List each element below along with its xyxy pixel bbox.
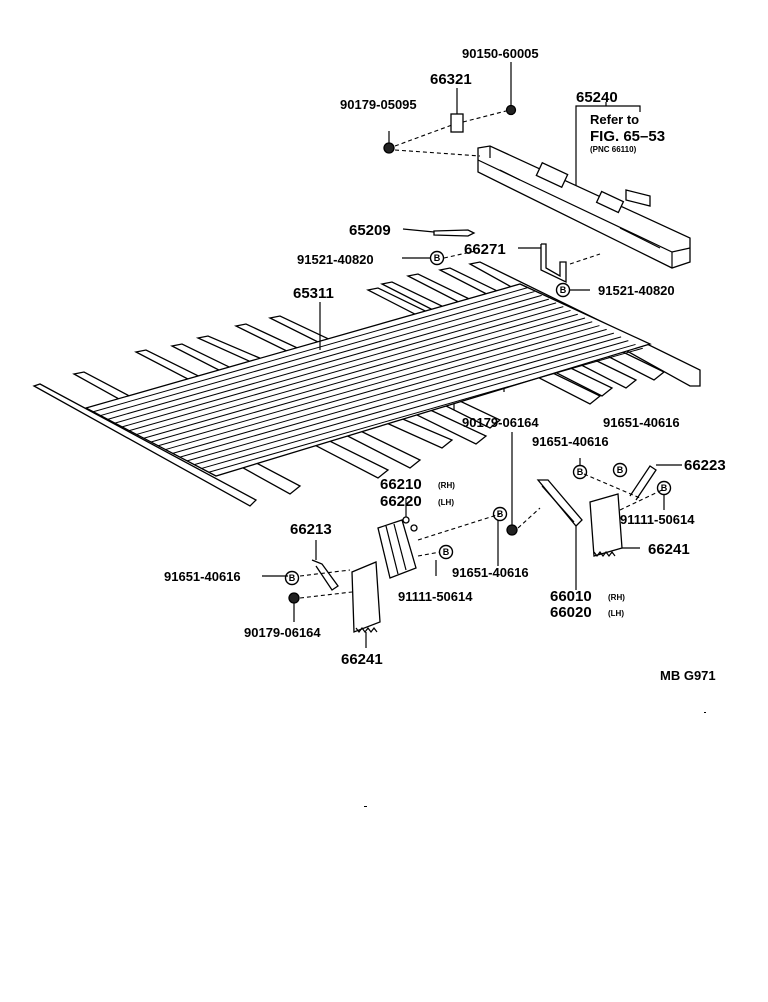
deck-slat — [114, 298, 550, 424]
label-66223: 66223 — [684, 457, 726, 474]
label-65240: 65240 — [576, 89, 618, 106]
callout-labels: 90150-60005 66321 90179-05095 65240 Refe… — [164, 46, 726, 683]
washer-b-letter: B — [443, 547, 450, 557]
scan-specks — [364, 712, 706, 807]
label-66321: 66321 — [430, 71, 472, 88]
deck-slat — [201, 343, 636, 469]
bracket-66271 — [518, 243, 567, 284]
washer-b-marker — [612, 462, 628, 478]
label-90179-05095: 90179-05095 — [340, 97, 417, 112]
label-66020: 66020 — [550, 604, 592, 621]
deck-slat — [194, 340, 629, 466]
callout-bracket-65240 — [575, 102, 641, 186]
figure-code: MB G971 — [660, 668, 716, 683]
deck-slat — [179, 332, 615, 458]
washer-b-letter: B — [560, 285, 567, 295]
deck-slat — [129, 306, 564, 432]
deck-slat — [121, 302, 557, 428]
label-66241-right: 66241 — [648, 541, 690, 558]
deck-floor — [84, 283, 652, 477]
deck-slat — [165, 325, 600, 451]
label-66210-side: (RH) — [438, 481, 455, 490]
refer-note-line1: Refer to — [590, 112, 639, 127]
label-65209: 65209 — [349, 222, 391, 239]
deck-slat — [158, 321, 593, 447]
deck-slat — [136, 309, 571, 435]
deck-slat — [150, 317, 586, 443]
washer-b-letter: B — [497, 509, 504, 519]
label-66010: 66010 — [550, 588, 592, 605]
label-66010-side: (RH) — [608, 593, 625, 602]
rear-cross-member — [477, 145, 691, 269]
label-91651-40616-center: 91651-40616 — [532, 434, 609, 449]
label-90179-06164-left: 90179-06164 — [244, 625, 321, 640]
label-65311: 65311 — [293, 285, 334, 302]
label-90150-60005: 90150-60005 — [462, 46, 539, 61]
washer-b-letter: B — [289, 573, 296, 583]
deck-slat — [107, 294, 542, 420]
label-91651-40616-left: 91651-40616 — [164, 569, 241, 584]
refer-note-line2: FIG. 65–53 — [590, 128, 665, 145]
refer-note-line3: (PNC 66110) — [590, 145, 637, 154]
label-66020-side: (LH) — [608, 609, 624, 618]
deck-slat — [143, 313, 578, 439]
label-66213: 66213 — [290, 521, 332, 538]
deck-slat — [100, 291, 535, 417]
washer-b-letter: B — [434, 253, 441, 263]
label-66220: 66220 — [380, 493, 422, 510]
deck-slat — [186, 336, 622, 462]
washer-b-letter: B — [577, 467, 584, 477]
label-91651-40616-mid: 91651-40616 — [452, 565, 529, 580]
tie-down-strap — [402, 228, 476, 237]
washer-b-letter: B — [661, 483, 668, 493]
label-91111-50614-right: 91111-50614 — [620, 512, 695, 527]
label-66210: 66210 — [380, 476, 422, 493]
label-90179-06164-center: 90179-06164 — [462, 415, 539, 430]
label-91521-40820-left: 91521-40820 — [297, 252, 374, 267]
label-66271: 66271 — [464, 241, 506, 258]
washer-b-marker — [555, 282, 571, 298]
deck-slat — [208, 347, 643, 473]
label-66220-side: (LH) — [438, 498, 454, 507]
washer-b-marker — [429, 250, 445, 266]
label-66241-left: 66241 — [341, 651, 383, 668]
deck-slat — [93, 287, 528, 413]
deck-slat — [172, 328, 607, 454]
lower-hardware: B B B B B B B B — [262, 249, 682, 648]
washer-b-marker — [284, 570, 300, 586]
upper-hardware — [383, 62, 517, 157]
label-91521-40820-right: 91521-40820 — [598, 283, 675, 298]
washer-b-letter: B — [617, 465, 624, 475]
label-91111-50614-mid: 91111-50614 — [398, 589, 473, 604]
label-91651-40616-right-top: 91651-40616 — [603, 415, 680, 430]
